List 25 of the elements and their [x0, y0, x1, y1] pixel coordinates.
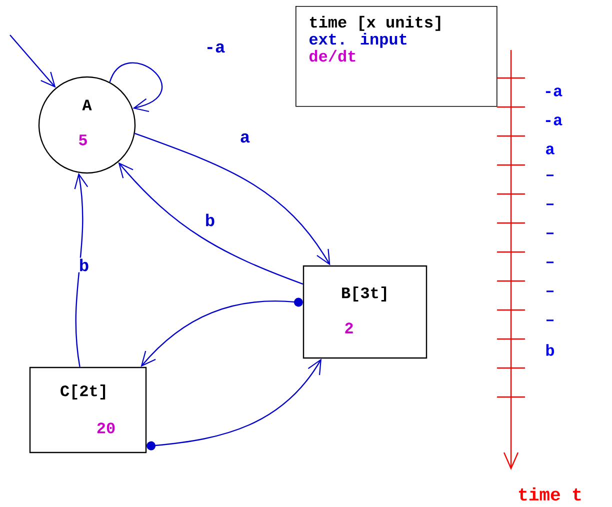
- arrow: [134, 132, 330, 266]
- arrow: [109, 62, 162, 112]
- arrow: [118, 162, 304, 285]
- tick-label: –: [546, 174, 554, 176]
- tick-label: b: [546, 344, 554, 356]
- tick-label: -a: [546, 88, 562, 96]
- edge-label: b: [204, 212, 216, 228]
- legend-box: time [x units] ext. input de/dt: [296, 6, 498, 107]
- tick-label: –: [546, 290, 554, 292]
- arrow: [140, 298, 303, 367]
- arrow: [10, 34, 56, 88]
- tick-label: –: [546, 232, 554, 234]
- tick-label: –: [546, 320, 554, 322]
- arrow: [146, 358, 322, 450]
- state-box: C[2t] 20: [29, 366, 147, 454]
- state-box: B[3t] 2: [302, 265, 428, 359]
- edge-label: b: [78, 258, 90, 272]
- tick-label: a: [546, 146, 554, 154]
- tick-label: –: [546, 262, 554, 264]
- edge-label: a: [238, 132, 252, 144]
- edge-label: -a: [204, 42, 226, 54]
- arrow: [74, 172, 88, 367]
- tick-label: -a: [546, 116, 562, 126]
- tick-label: –: [546, 204, 554, 206]
- axis-label: time t: [519, 487, 581, 501]
